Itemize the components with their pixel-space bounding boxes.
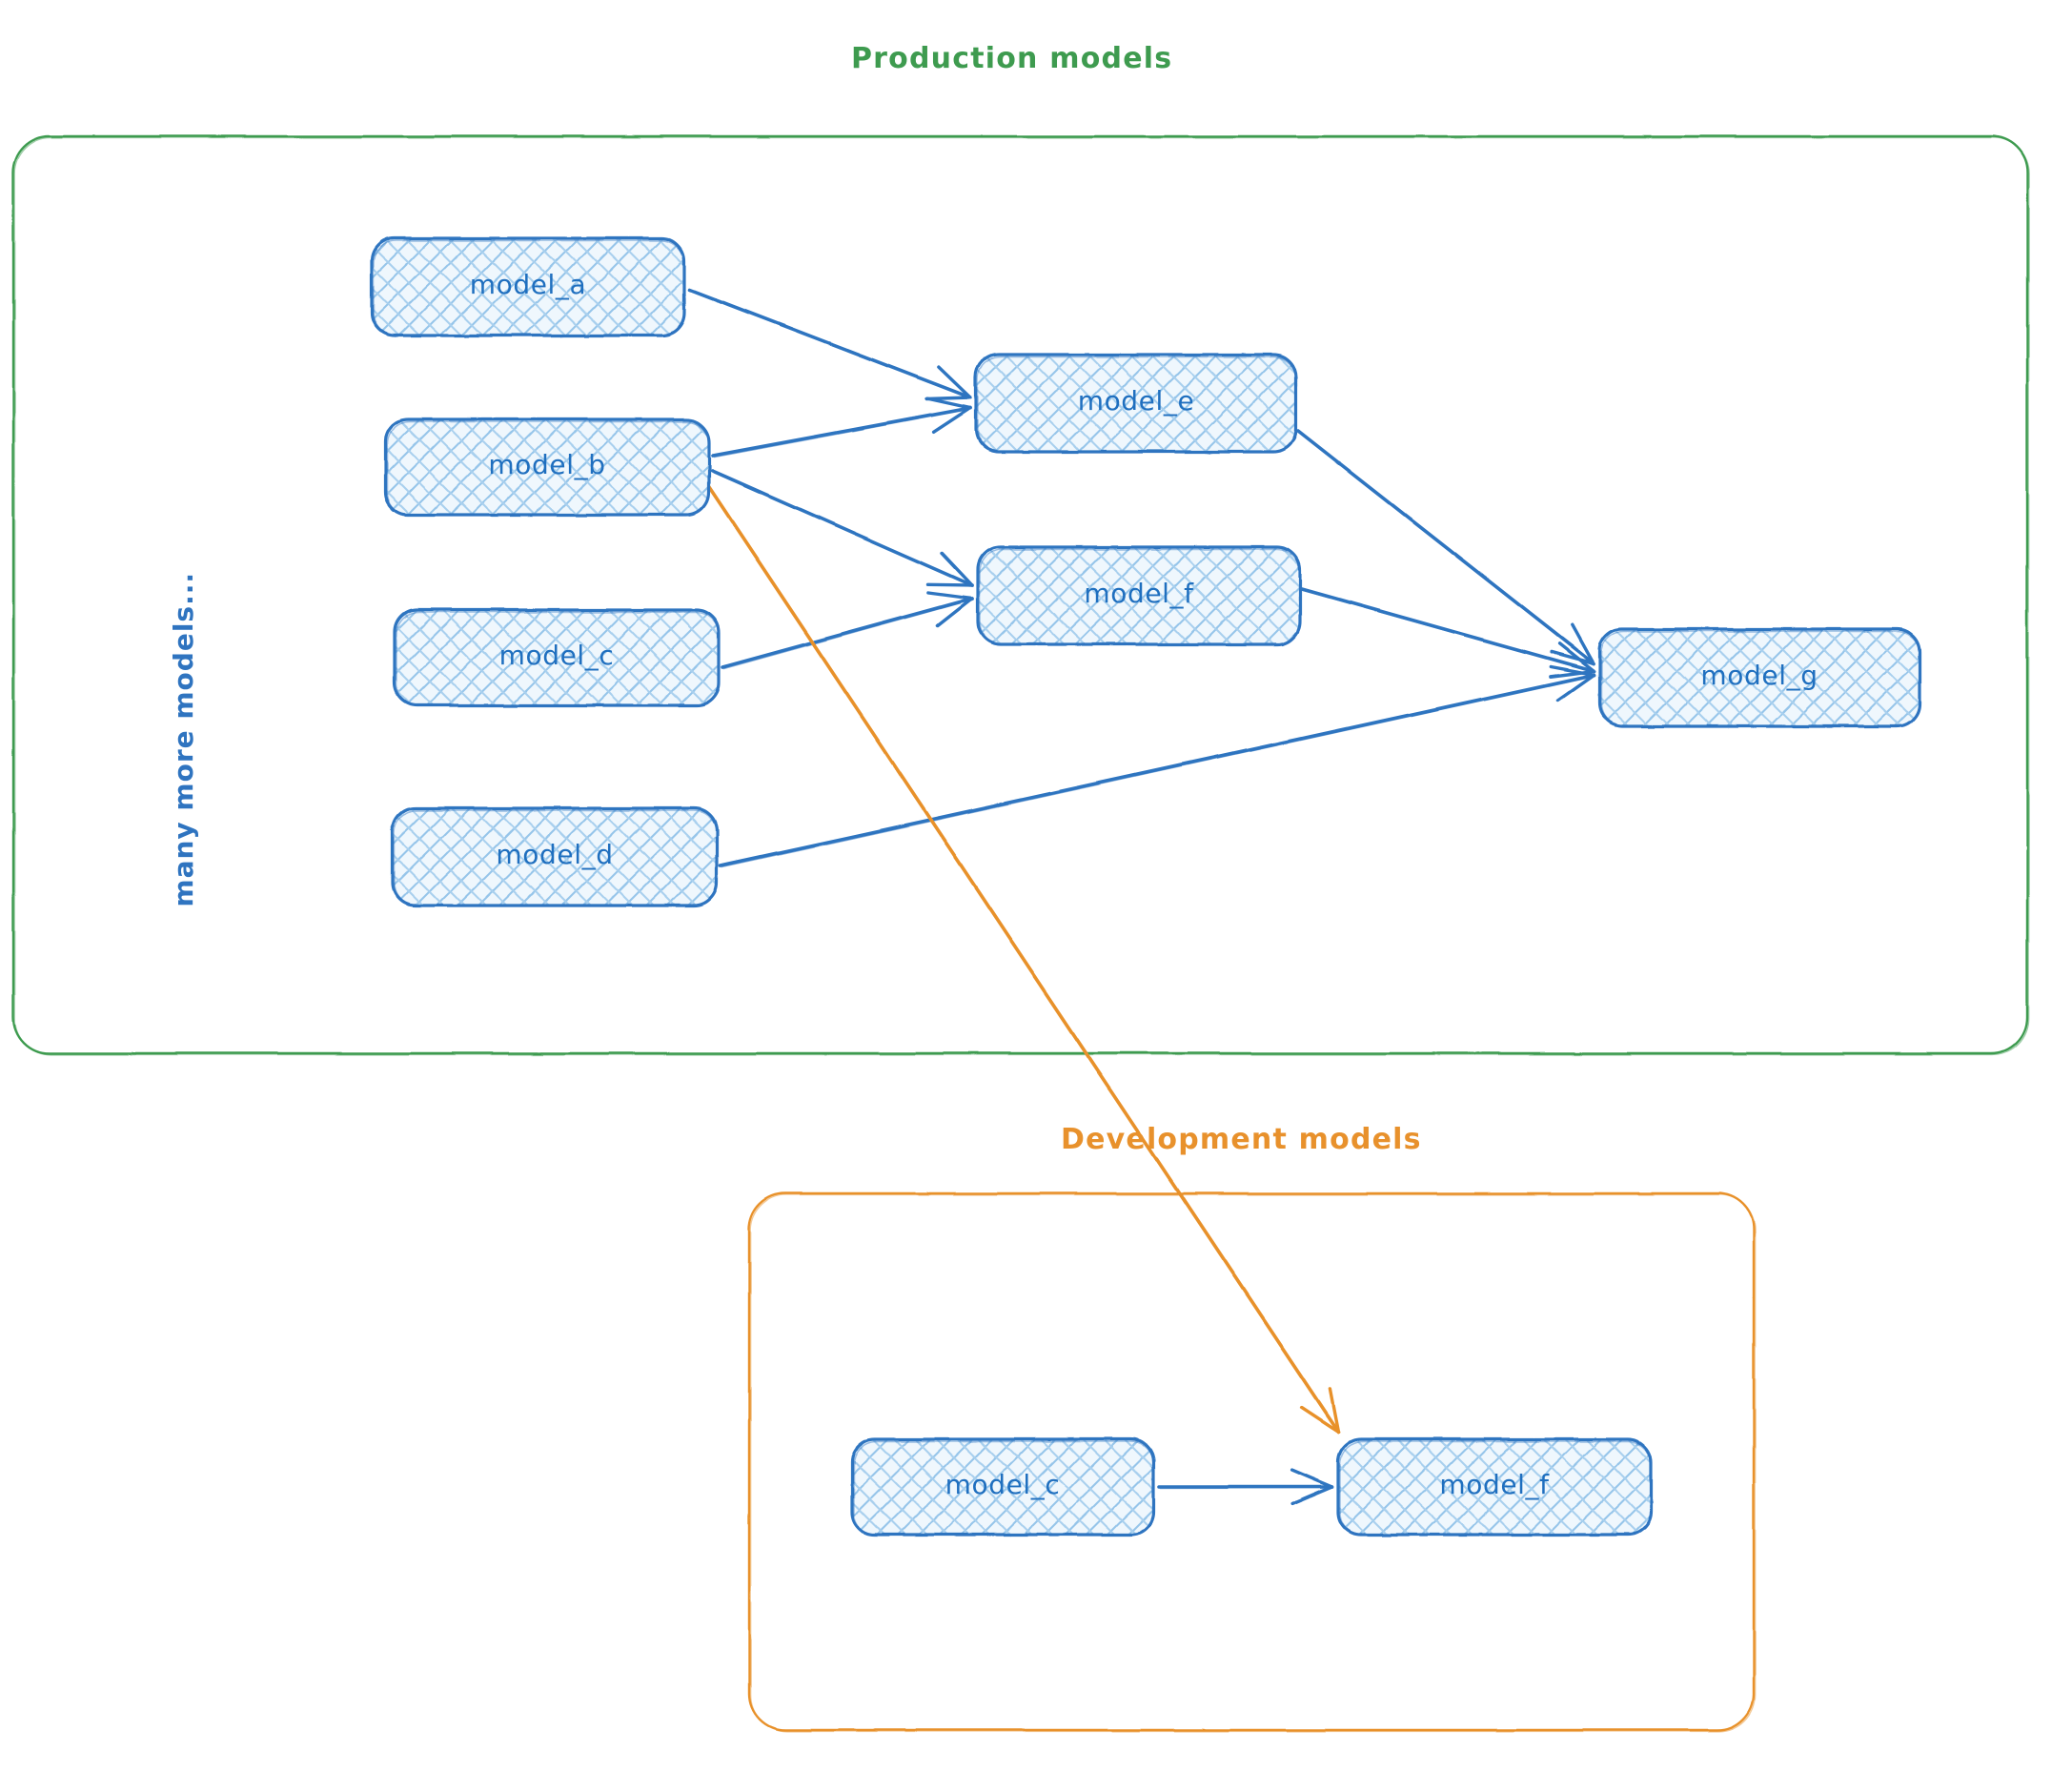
group-container-development	[747, 1191, 1757, 1733]
edge-prod_model_b-to-prod_model_e	[711, 397, 972, 458]
group-title-development: Development models	[1061, 1123, 1422, 1156]
edge-connectors	[688, 288, 1595, 1506]
node-prod_model_c[interactable]	[393, 608, 721, 707]
edge-prod_model_a-to-prod_model_e	[688, 288, 972, 401]
edge-dev_model_c-to-dev_model_f	[1157, 1468, 1334, 1506]
node-dev_model_f[interactable]	[1336, 1437, 1653, 1537]
edge-prod_model_b-to-dev_model_f	[705, 482, 1340, 1434]
node-shapes	[370, 236, 1921, 1537]
node-prod_model_g[interactable]	[1597, 627, 1921, 728]
node-prod_model_f[interactable]	[976, 545, 1302, 646]
group-container-production	[11, 134, 2030, 1056]
edge-prod_model_b-to-prod_model_f	[711, 469, 974, 587]
group-title-production: Production models	[851, 42, 1173, 75]
group-containers	[11, 134, 2030, 1733]
edge-prod_model_d-to-prod_model_g	[719, 664, 1595, 868]
many-more-models-note: many more models...	[168, 572, 199, 907]
node-prod_model_d[interactable]	[391, 806, 719, 907]
edge-prod_model_e-to-prod_model_g	[1296, 429, 1595, 665]
node-prod_model_a[interactable]	[370, 236, 686, 337]
edge-prod_model_c-to-prod_model_f	[721, 591, 974, 670]
node-prod_model_b[interactable]	[383, 417, 711, 517]
node-dev_model_c[interactable]	[850, 1437, 1155, 1537]
node-prod_model_e[interactable]	[974, 353, 1298, 454]
edge-prod_model_f-to-prod_model_g	[1300, 587, 1595, 679]
